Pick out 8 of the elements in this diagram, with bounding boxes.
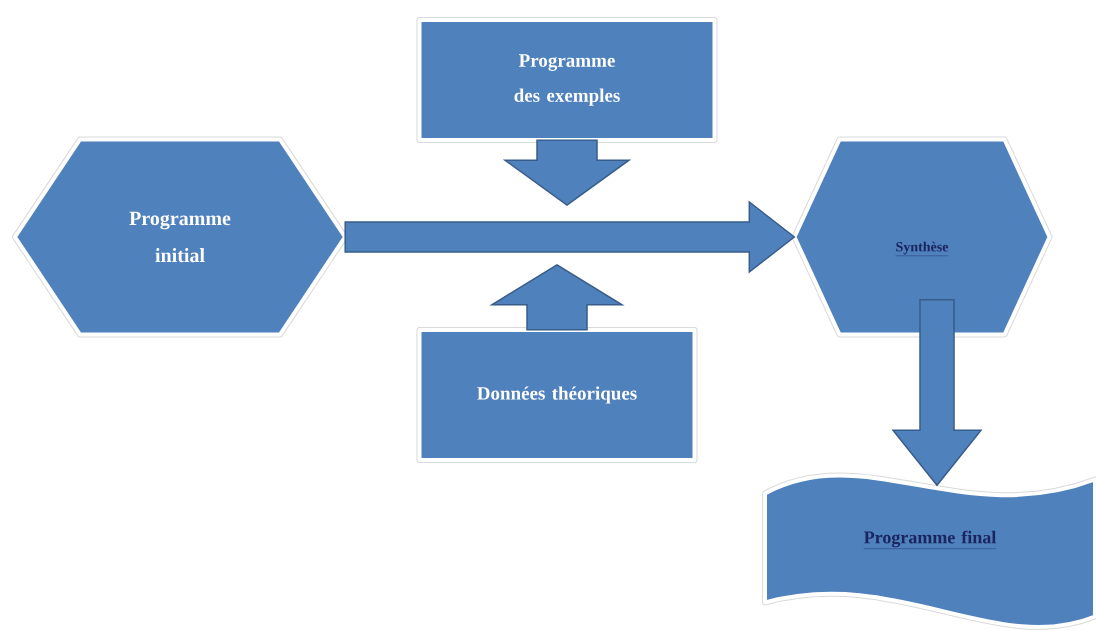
hexagon: Synthèse (791, 136, 1053, 338)
block-arrow (489, 263, 625, 331)
block-arrow (891, 298, 983, 487)
block-arrow (344, 200, 796, 274)
process-box: Données théoriques (416, 327, 698, 463)
block-arrow (502, 139, 632, 207)
process-box: Programme des exemples (416, 17, 718, 143)
hexagon: Programme initial (12, 136, 348, 338)
